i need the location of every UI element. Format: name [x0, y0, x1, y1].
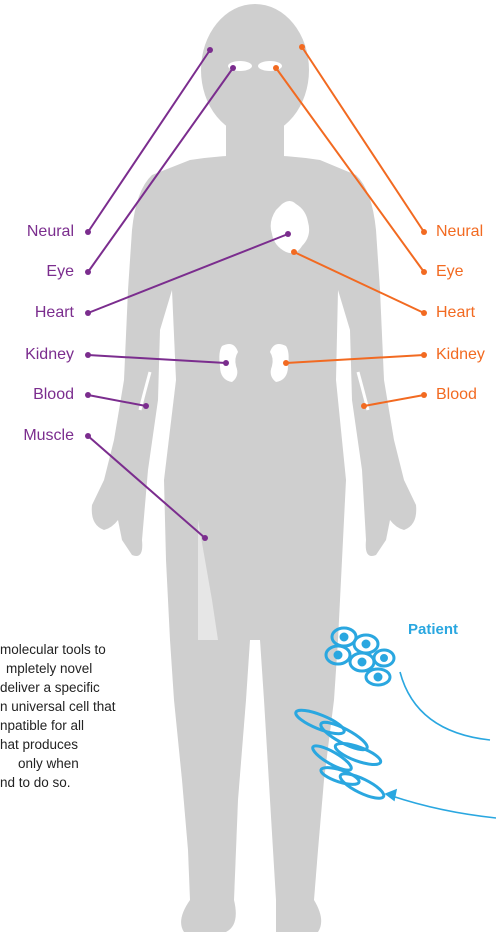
patient-label: Patient	[408, 621, 458, 638]
left-label-eye: Eye	[46, 263, 74, 281]
right-label-dot-icon	[421, 310, 427, 316]
left-label-dot-icon	[85, 352, 91, 358]
right-label-kidney: Kidney	[436, 346, 485, 364]
right-target-dot-icon	[283, 360, 289, 366]
left-target-dot-icon	[207, 47, 213, 53]
right-target-dot-icon	[291, 249, 297, 255]
left-label-muscle: Muscle	[23, 427, 74, 445]
left-label-blood: Blood	[33, 386, 74, 404]
right-label-heart: Heart	[436, 304, 475, 322]
left-label-heart: Heart	[35, 304, 74, 322]
description-line: only when	[0, 754, 170, 773]
right-label-dot-icon	[421, 392, 427, 398]
right-label-neural: Neural	[436, 223, 483, 241]
left-label-dot-icon	[85, 433, 91, 439]
left-target-dot-icon	[285, 231, 291, 237]
arrow-to-patient-icon	[392, 796, 496, 818]
description-line: hat produces	[0, 735, 170, 754]
left-target-dot-icon	[223, 360, 229, 366]
description-line: nd to do so.	[0, 773, 170, 792]
description-line: deliver a specific	[0, 678, 170, 697]
left-target-dot-icon	[230, 65, 236, 71]
description-paragraph: molecular tools to mpletely novel delive…	[0, 640, 170, 792]
right-target-dot-icon	[273, 65, 279, 71]
left-target-dot-icon	[202, 535, 208, 541]
body-silhouette	[92, 4, 417, 932]
left-label-dot-icon	[85, 269, 91, 275]
arrow-to-lab-icon	[400, 672, 490, 740]
right-label-blood: Blood	[436, 386, 477, 404]
right-label-dot-icon	[421, 229, 427, 235]
left-label-dot-icon	[85, 310, 91, 316]
arrowhead-icon	[386, 790, 396, 800]
description-line: n universal cell that	[0, 697, 170, 716]
right-target-dot-icon	[361, 403, 367, 409]
left-label-dot-icon	[85, 392, 91, 398]
description-line: npatible for all	[0, 716, 170, 735]
left-target-dot-icon	[143, 403, 149, 409]
right-label-dot-icon	[421, 352, 427, 358]
left-label-neural: Neural	[27, 223, 74, 241]
right-label-dot-icon	[421, 269, 427, 275]
right-target-dot-icon	[299, 44, 305, 50]
left-label-dot-icon	[85, 229, 91, 235]
right-label-eye: Eye	[436, 263, 464, 281]
left-label-kidney: Kidney	[25, 346, 74, 364]
description-line: mpletely novel	[0, 659, 170, 678]
description-line: molecular tools to	[0, 640, 170, 659]
